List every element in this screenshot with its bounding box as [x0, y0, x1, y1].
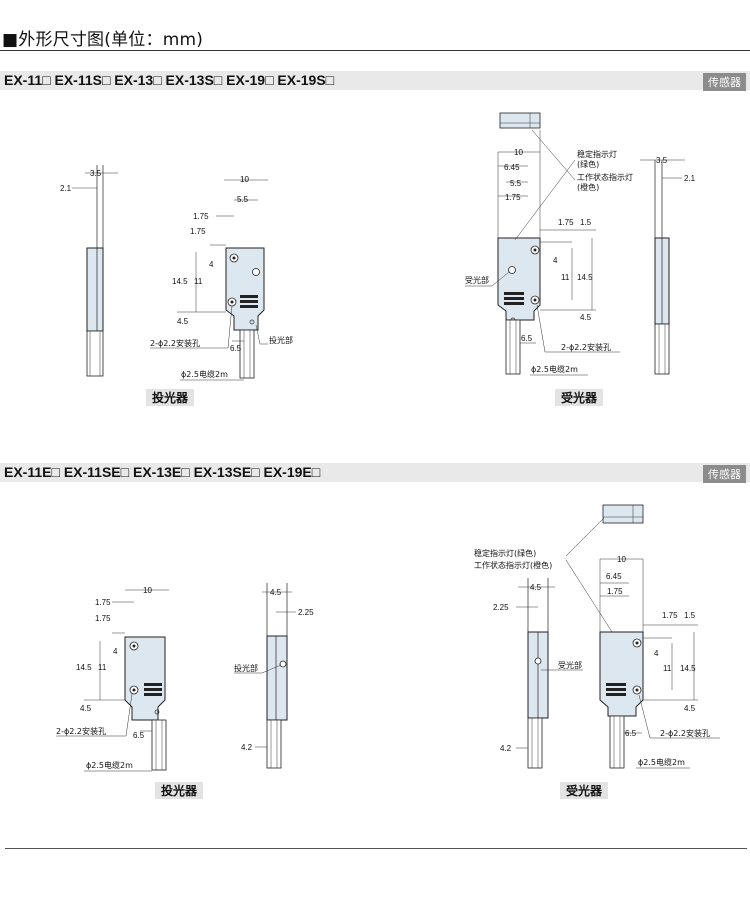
dim-1-75-a: 1.75 — [193, 212, 209, 221]
dim-1-75-c: 1.75 — [505, 193, 521, 202]
dim-14-5-c: 14.5 — [76, 663, 92, 672]
receiving-part-label-a: 受光部 — [465, 275, 489, 285]
dim-10-c: 10 — [143, 586, 152, 595]
dim-1-75-e: 1.75 — [95, 598, 111, 607]
mount-holes-label-a: 2-ϕ2.2安装孔 — [150, 338, 200, 348]
cable-label-d: ϕ2.5电缆2m — [638, 757, 685, 767]
dim-6-5-b: 6.5 — [521, 334, 533, 343]
dim-4-c: 4 — [113, 647, 118, 656]
dim-5-5-b: 5.5 — [510, 179, 522, 188]
dim-4-5-c: 4.5 — [80, 704, 92, 713]
dim-4-d: 4 — [654, 649, 659, 658]
caption-emitter-1: 投光器 — [152, 390, 189, 405]
series-header-2: EX-11E□ EX-11SE□ EX-13E□ EX-13SE□ EX-19E… — [0, 463, 750, 483]
dim-14-5-b: 14.5 — [577, 273, 593, 282]
series-header-1: EX-11□ EX-11S□ EX-13□ EX-13S□ EX-19□ EX-… — [0, 71, 750, 91]
dim-14-5-a: 14.5 — [172, 277, 188, 286]
op-indicator-label-1: 工作状态指示灯 — [577, 172, 633, 182]
dim-3-5-a: 3.5 — [90, 169, 102, 178]
dim-1-75-f: 1.75 — [95, 614, 111, 623]
dim-11-a: 11 — [194, 277, 203, 286]
cable-label-b: ϕ2.5电缆2m — [531, 364, 578, 374]
bottom-divider — [5, 848, 747, 849]
caption-receiver-1: 受光器 — [561, 390, 598, 405]
s1-receiver-front-view: 10 6.45 5.5 1.75 稳定指示灯 (绿色) 工作状态指示灯 (橙色)… — [465, 112, 633, 376]
dim-6-45-a: 6.45 — [504, 163, 520, 172]
cable-label-c: ϕ2.5电缆2m — [86, 760, 133, 770]
dim-4-2-b: 4.2 — [500, 744, 512, 753]
dim-2-25-b: 2.25 — [493, 603, 509, 612]
dim-11-c: 11 — [98, 663, 107, 672]
dim-1-75-h: 1.75 — [662, 611, 678, 620]
op-indicator-label-full: 工作状态指示灯(橙色) — [474, 560, 552, 570]
emitting-part-label-a: 投光部 — [269, 335, 293, 345]
dim-6-45-b: 6.45 — [606, 572, 622, 581]
caption-receiver-2: 受光器 — [566, 783, 603, 798]
dim-2-25-a: 2.25 — [298, 608, 314, 617]
page-title: ■外形尺寸图(单位：mm) — [2, 30, 204, 50]
s2-receiver-front-view: 稳定指示灯(绿色) 工作状态指示灯(橙色) 10 6.45 1.75 1.75 … — [474, 504, 720, 769]
dim-2-1-b: 2.1 — [684, 174, 696, 183]
s1-emitter-front-view: 10 5.5 1.75 1.75 4 14.5 11 4.5 2-ϕ2.2安装孔… — [150, 175, 293, 381]
dim-4-a: 4 — [209, 260, 214, 269]
dim-4-5-b: 4.5 — [580, 313, 592, 322]
dim-11-b: 11 — [561, 273, 570, 282]
mount-holes-label-b: 2-ϕ2.2安装孔 — [561, 342, 611, 352]
series-2-models: EX-11E□ EX-11SE□ EX-13E□ EX-13SE□ EX-19E… — [4, 464, 321, 480]
dim-6-5-d: 6.5 — [625, 729, 637, 738]
dim-11-d: 11 — [663, 664, 672, 673]
dim-4-5-e: 4.5 — [530, 583, 542, 592]
dim-10-a: 10 — [240, 175, 249, 184]
series-1-models: EX-11□ EX-11S□ EX-13□ EX-13S□ EX-19□ EX-… — [4, 72, 335, 88]
mount-holes-label-c: 2-ϕ2.2安装孔 — [56, 726, 106, 736]
s1-emitter-side-view: 3.5 2.1 — [60, 165, 118, 377]
stable-indicator-label-2: (绿色) — [577, 159, 599, 169]
receiving-part-label-b: 受光部 — [558, 660, 582, 670]
cable-label-a: ϕ2.5电缆2m — [181, 369, 228, 379]
dim-4-b: 4 — [553, 256, 558, 265]
dim-10-b: 10 — [514, 148, 523, 157]
dim-4-5-d: 4.5 — [270, 588, 282, 597]
title-divider — [0, 50, 750, 51]
mount-holes-label-d: 2-ϕ2.2安装孔 — [660, 728, 710, 738]
dim-14-5-d: 14.5 — [680, 664, 696, 673]
op-indicator-label-2: (橙色) — [577, 182, 599, 192]
dim-3-5-b: 3.5 — [656, 156, 668, 165]
dim-4-2-a: 4.2 — [241, 743, 253, 752]
dim-5-5-a: 5.5 — [237, 195, 249, 204]
series-2-tag: 传感器 — [703, 465, 746, 483]
s2-receiver-side-view: 4.5 2.25 受光部 4.2 — [493, 578, 583, 769]
dim-4-5-a: 4.5 — [177, 317, 189, 326]
dim-10-d: 10 — [617, 555, 626, 564]
s2-emitter-front-view: 10 1.75 1.75 4 14.5 11 4.5 2-ϕ2.2安装孔 6.5… — [56, 586, 169, 772]
dim-6-5-a: 6.5 — [230, 344, 242, 353]
dim-1-75-b: 1.75 — [190, 227, 206, 236]
dim-2-1-a: 2.1 — [60, 184, 72, 193]
dim-1-75-d: 1.75 — [558, 218, 574, 227]
series-1-tag: 传感器 — [703, 73, 746, 91]
s2-emitter-side-view: 4.5 2.25 投光部 4.2 — [234, 583, 314, 769]
stable-indicator-label-full: 稳定指示灯(绿色) — [474, 548, 536, 558]
dim-1-5-b: 1.5 — [684, 611, 696, 620]
dim-4-5-f: 4.5 — [684, 704, 696, 713]
stable-indicator-label-1: 稳定指示灯 — [577, 149, 617, 159]
dim-1-5-a: 1.5 — [580, 218, 592, 227]
dim-6-5-c: 6.5 — [133, 731, 145, 740]
caption-emitter-2: 投光器 — [161, 783, 198, 798]
dim-1-75-g: 1.75 — [607, 587, 623, 596]
s1-receiver-side-view: 3.5 2.1 — [640, 156, 696, 375]
emitting-part-label-b: 投光部 — [234, 663, 258, 673]
